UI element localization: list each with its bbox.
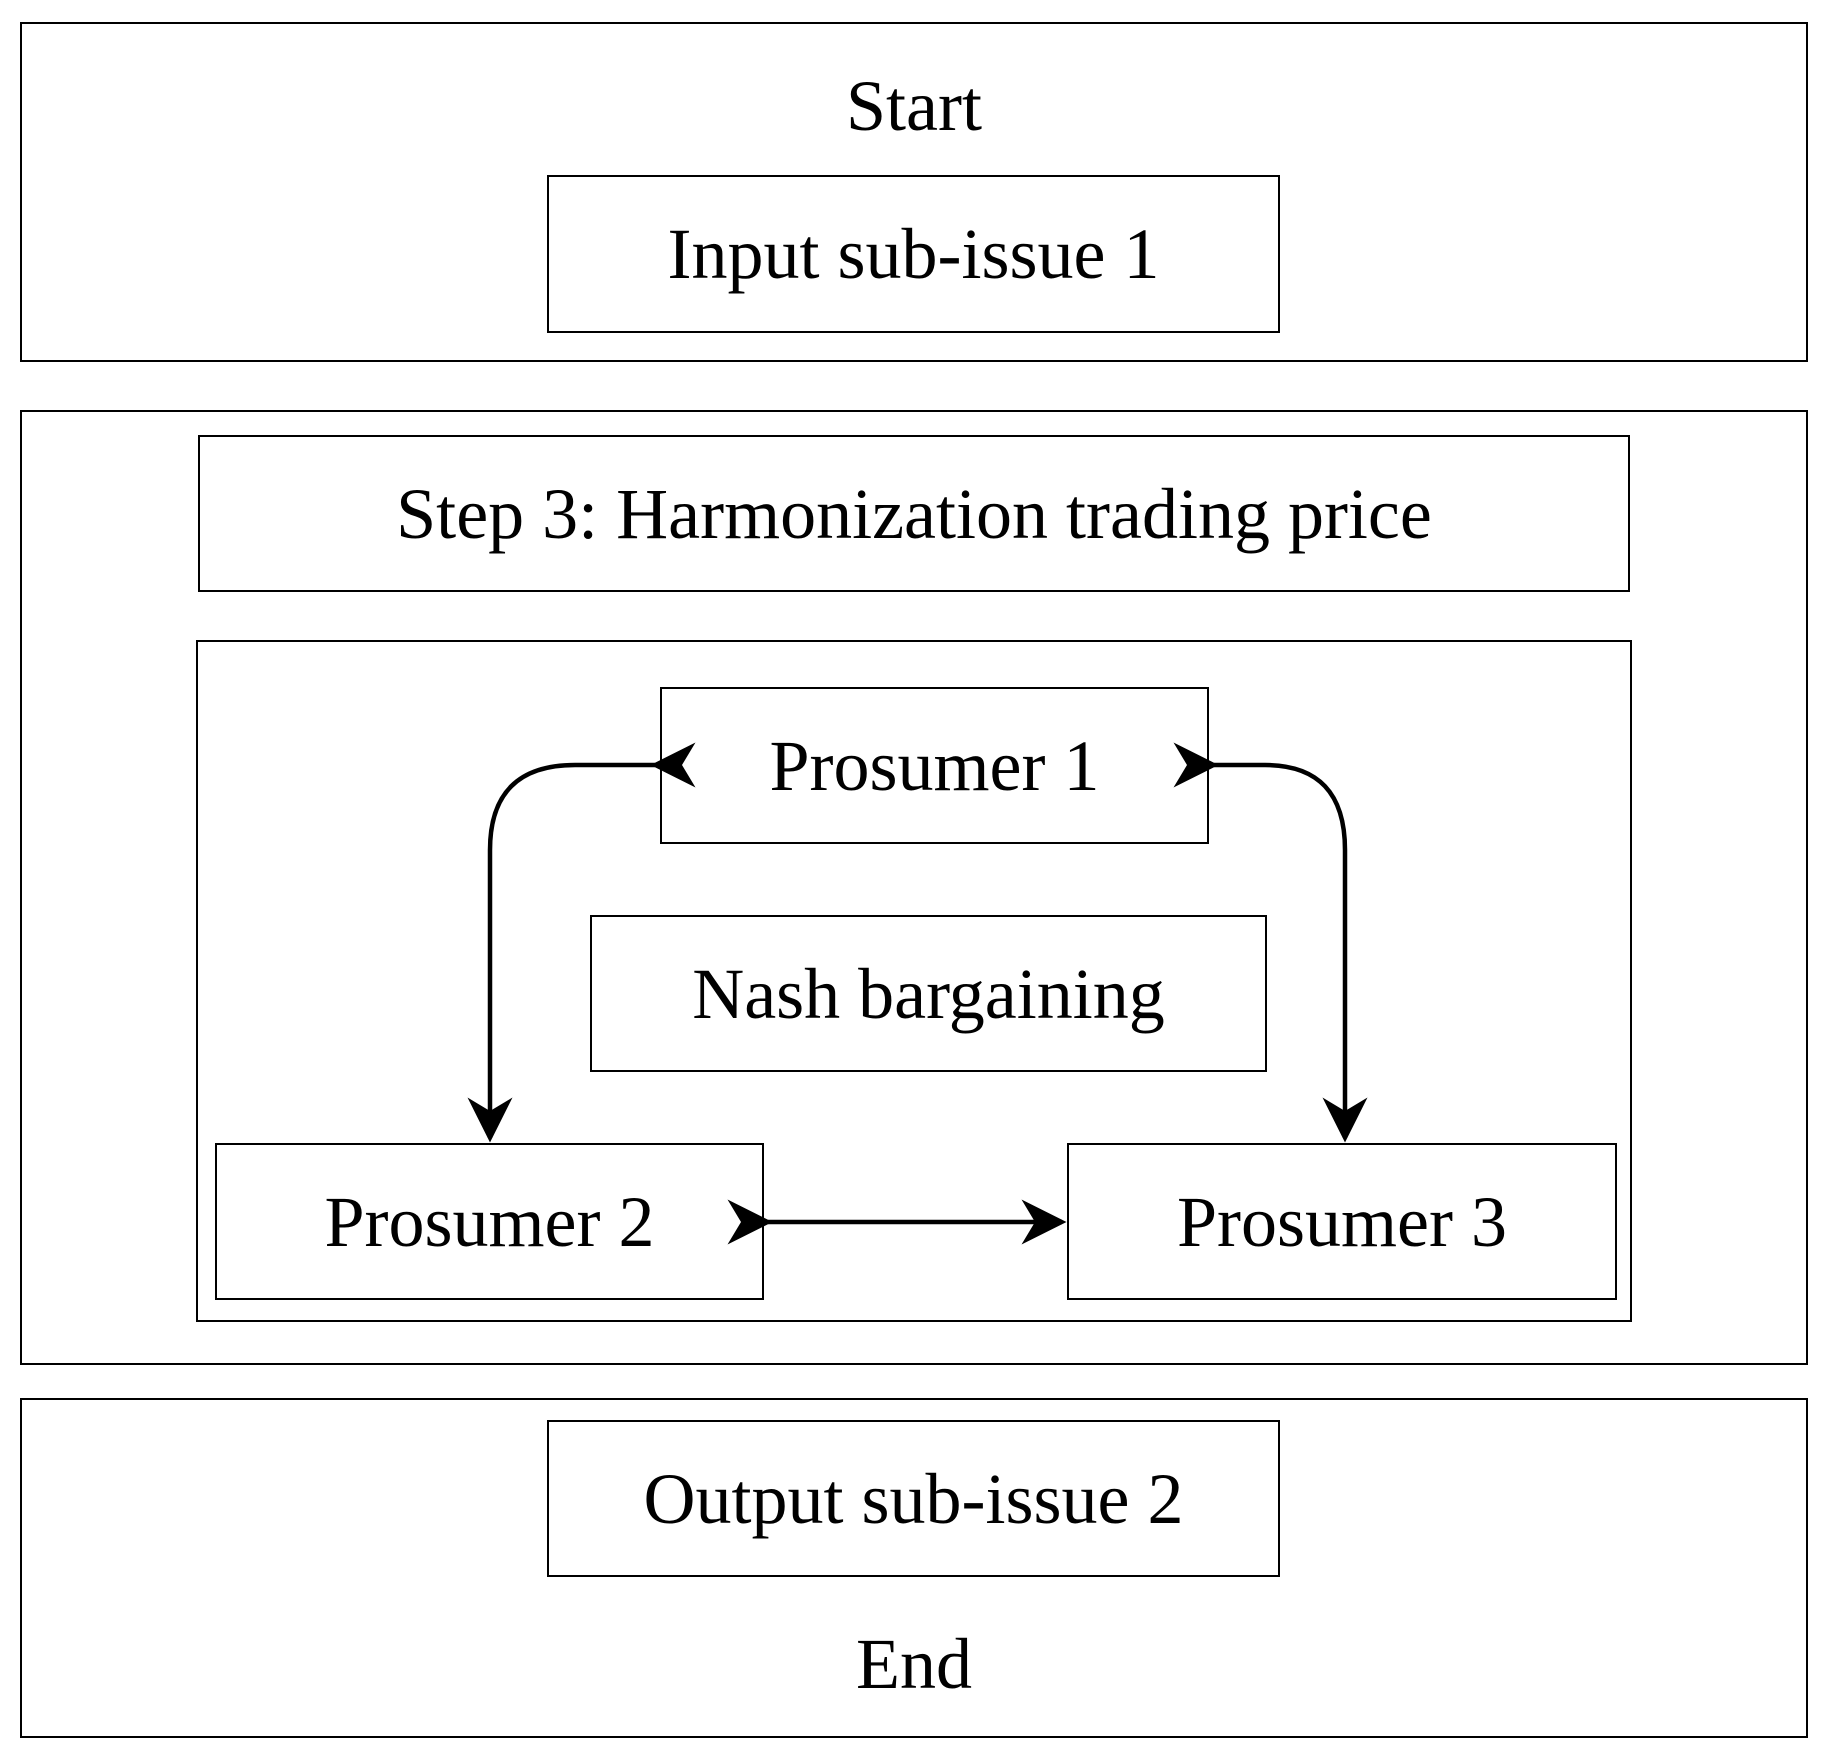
prosumer-2-box: Prosumer 2 <box>215 1143 764 1300</box>
step-title-box: Step 3: Harmonization trading price <box>198 435 1630 592</box>
start-label: Start <box>846 66 982 146</box>
output-sub-issue-box: Output sub-issue 2 <box>547 1420 1280 1577</box>
nash-bargaining-box: Nash bargaining <box>590 915 1267 1072</box>
prosumer-1-box: Prosumer 1 <box>660 687 1209 844</box>
prosumer-3-box: Prosumer 3 <box>1067 1143 1617 1300</box>
end-label: End <box>856 1624 972 1704</box>
input-sub-issue-box: Input sub-issue 1 <box>547 175 1280 333</box>
